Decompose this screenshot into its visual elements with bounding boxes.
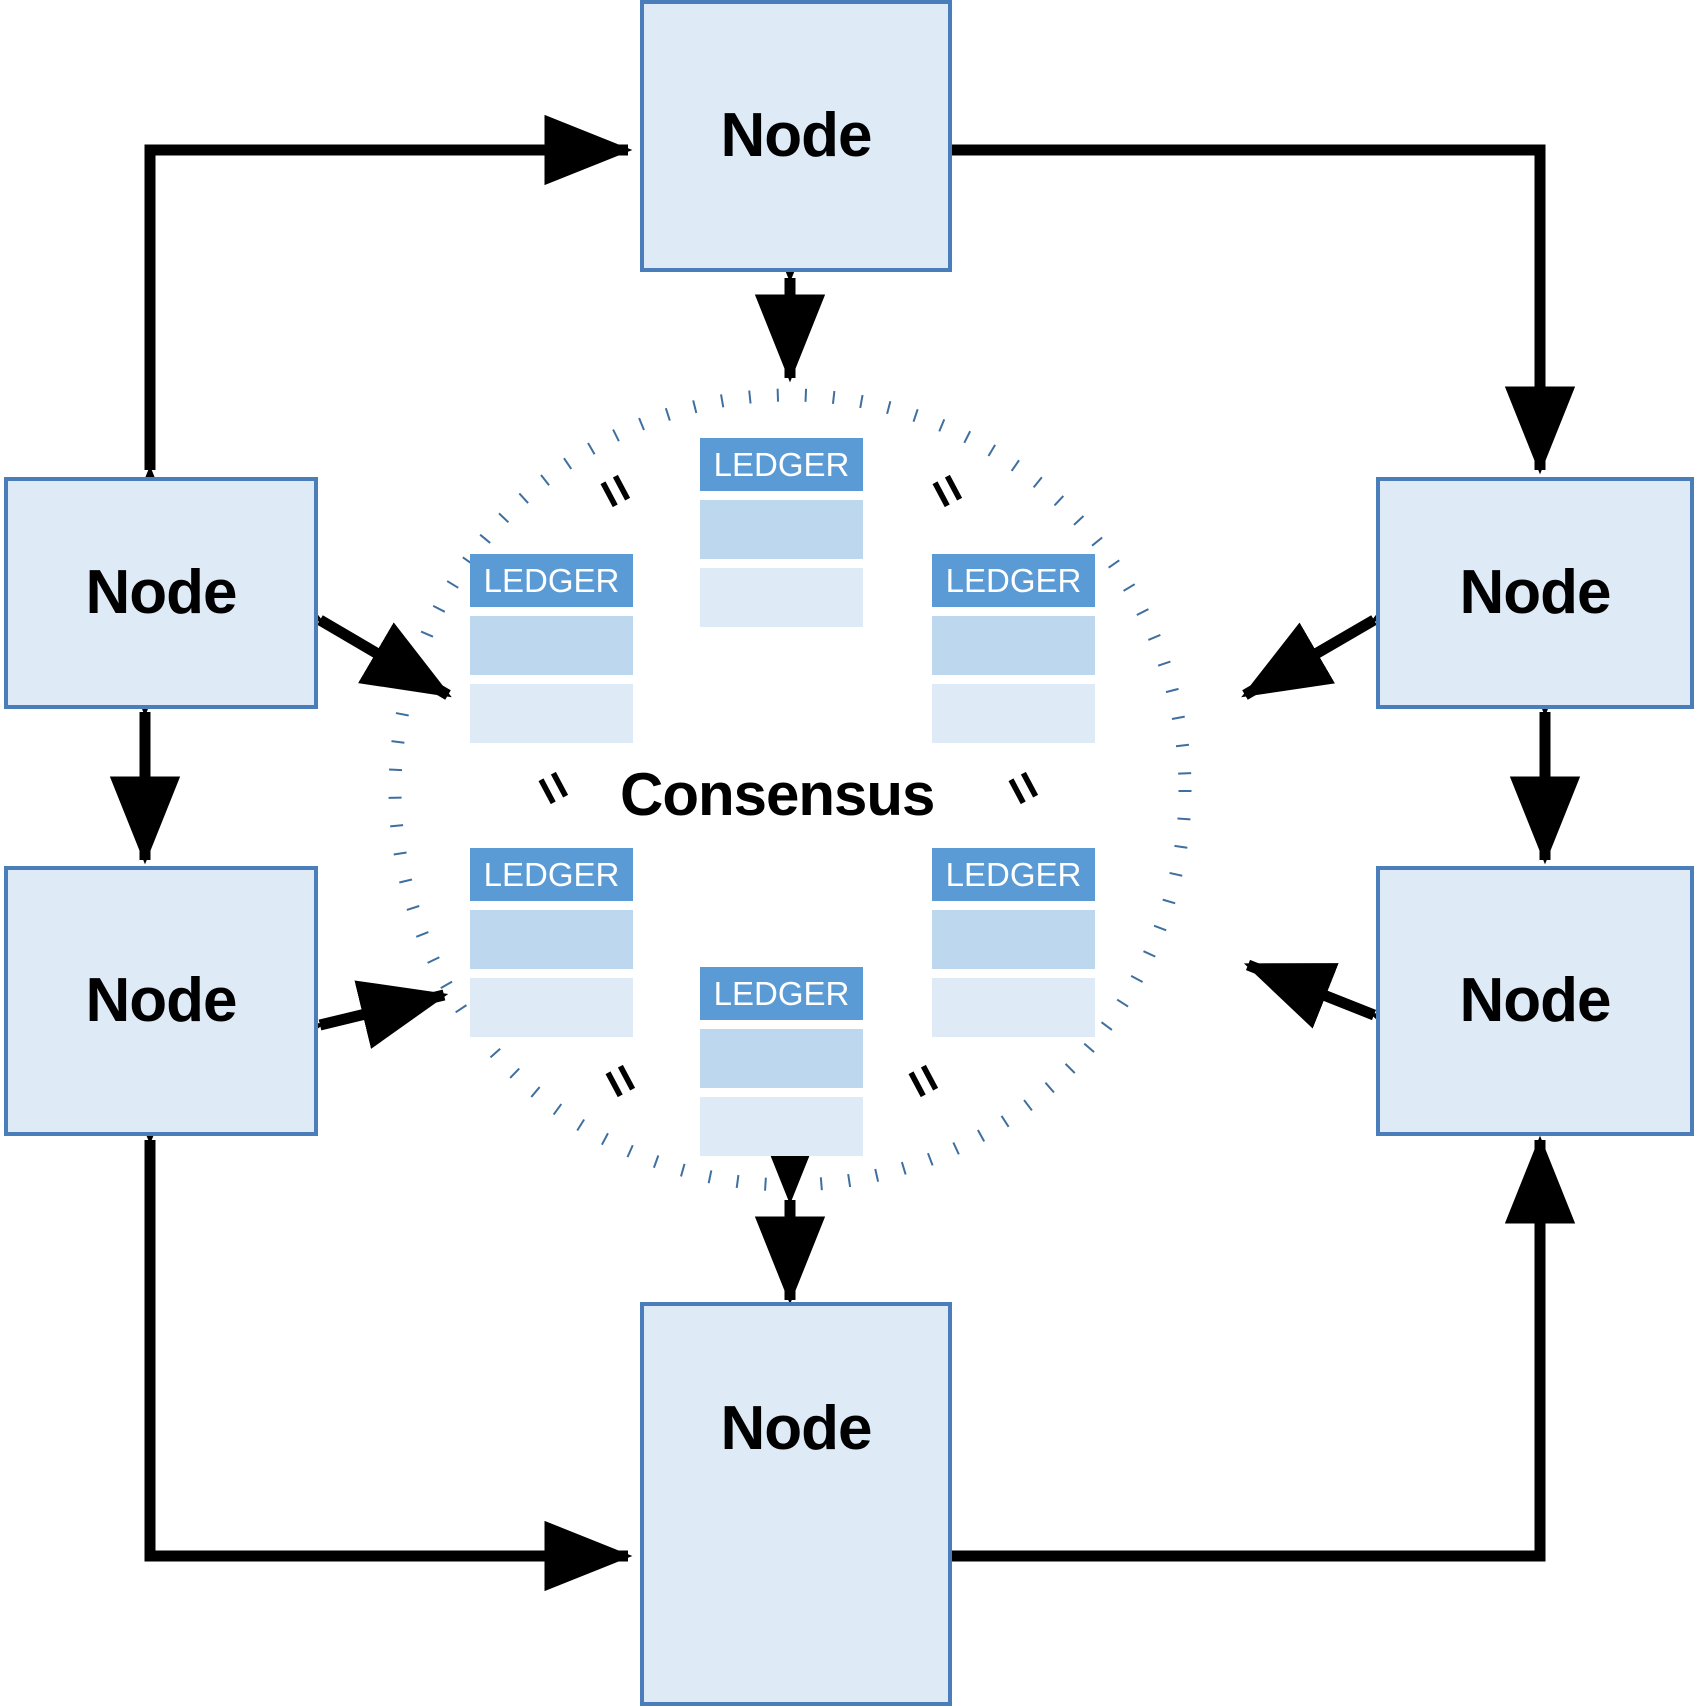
arrow-leftupper-to-circle [230, 547, 452, 700]
ledger-header-label: LEDGER [932, 848, 1095, 901]
ledger-row-mid [932, 910, 1095, 969]
ledger-row-light [700, 568, 863, 627]
node-label: Node [720, 101, 873, 170]
ledger-row-light [470, 978, 633, 1037]
ledger-top: LEDGER [700, 438, 863, 627]
node-label: Node [85, 966, 238, 1035]
arrow-leftlower-to-circle [230, 980, 449, 1079]
equals-lower-left: = [587, 1053, 653, 1109]
equals-upper-left: = [582, 463, 648, 519]
ledger-header-label: LEDGER [470, 848, 633, 901]
node-bottom[interactable]: Node [640, 1302, 952, 1706]
node-label: Node [1459, 966, 1612, 1035]
ledger-header-label: LEDGER [932, 554, 1095, 607]
ledger-upper-left: LEDGER [470, 554, 633, 743]
ledger-header-label: LEDGER [470, 554, 633, 607]
node-top[interactable]: Node [640, 0, 952, 272]
node-right-lower[interactable]: Node [1376, 866, 1694, 1136]
ledger-row-mid [470, 616, 633, 675]
ledger-row-mid [932, 616, 1095, 675]
connector-bottomright [868, 1135, 1576, 1592]
arrow-rightupper-to-circle [1241, 547, 1464, 700]
ledger-row-mid [700, 500, 863, 559]
node-left-upper[interactable]: Node [4, 477, 318, 709]
ledger-row-light [932, 684, 1095, 743]
equals-lower-right: = [890, 1053, 956, 1109]
node-label: Node [85, 558, 238, 627]
ledger-upper-right: LEDGER [932, 554, 1095, 743]
consensus-label: Consensus [620, 761, 935, 828]
node-left-lower[interactable]: Node [4, 866, 318, 1136]
arrow-rightlower-to-circle [1243, 959, 1465, 1079]
node-right-upper[interactable]: Node [1376, 477, 1694, 709]
node-label: Node [1459, 558, 1612, 627]
ledger-row-light [470, 684, 633, 743]
ledger-row-mid [470, 910, 633, 969]
ledger-row-mid [700, 1029, 863, 1088]
node-label: Node [720, 1394, 873, 1463]
ledger-lower-left: LEDGER [470, 848, 633, 1037]
connector-bottomleft [114, 1056, 633, 1592]
connector-topleft [114, 114, 633, 554]
ledger-header-label: LEDGER [700, 967, 863, 1020]
connector-topright [868, 114, 1576, 475]
equals-mid-right: = [990, 760, 1056, 816]
equals-upper-right: = [914, 463, 980, 519]
ledger-header-label: LEDGER [700, 438, 863, 491]
ledger-lower-right: LEDGER [932, 848, 1095, 1037]
ledger-bottom: LEDGER [700, 967, 863, 1156]
ledger-row-light [700, 1097, 863, 1156]
ledger-row-light [932, 978, 1095, 1037]
equals-mid-left: = [520, 760, 586, 816]
